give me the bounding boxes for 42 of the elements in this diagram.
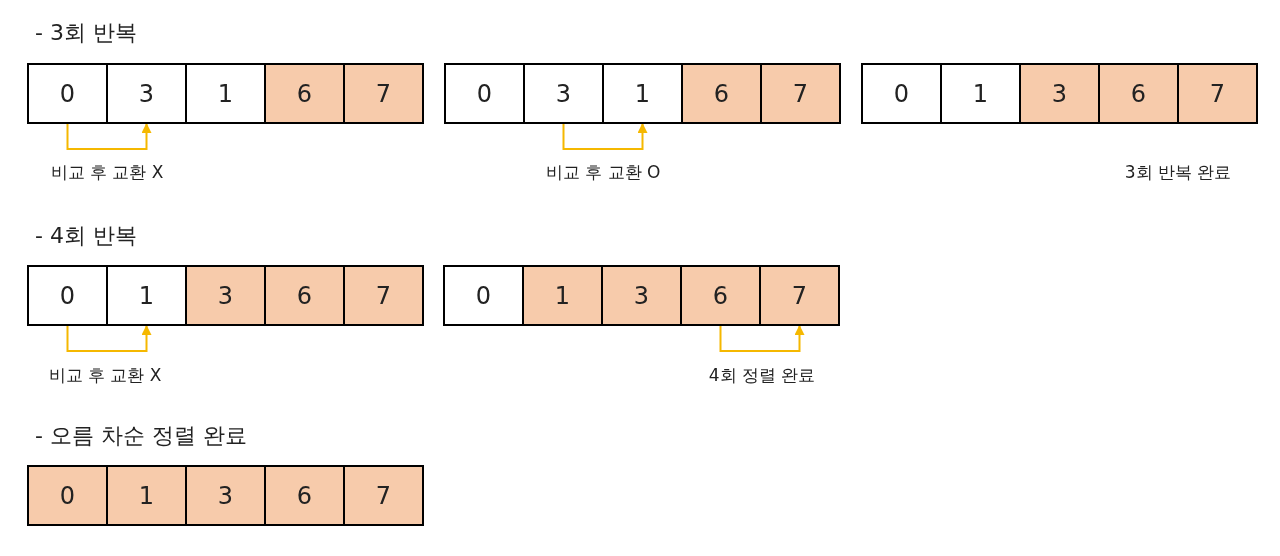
array-cell: 6	[1098, 63, 1179, 124]
array-cell: 7	[759, 265, 840, 326]
array-cell: 3	[106, 63, 187, 124]
array-cell: 0	[861, 63, 942, 124]
caption: 4회 정렬 완료	[708, 364, 816, 387]
arrow	[66, 325, 152, 352]
array-cell: 1	[522, 265, 603, 326]
array-cell: 0	[443, 265, 524, 326]
caption: 비교 후 교환 X	[50, 161, 164, 184]
array-cell: 0	[27, 265, 108, 326]
section-heading: - 4회 반복	[35, 222, 137, 250]
array-cell: 7	[343, 63, 424, 124]
arrow	[66, 123, 152, 150]
array-cell: 1	[106, 465, 187, 526]
array-cell: 6	[264, 465, 345, 526]
caption: 3회 반복 완료	[1124, 161, 1232, 184]
array-cell: 1	[602, 63, 683, 124]
array-cell: 0	[27, 465, 108, 526]
array-cell: 7	[343, 465, 424, 526]
array-cell: 0	[444, 63, 525, 124]
array-cell: 3	[185, 265, 266, 326]
section-heading: - 3회 반복	[35, 19, 137, 47]
array-cell: 7	[760, 63, 841, 124]
array-cell: 7	[1177, 63, 1258, 124]
array-cell: 6	[680, 265, 761, 326]
array-cell: 3	[185, 465, 266, 526]
array-cell: 1	[106, 265, 187, 326]
array-cell: 1	[940, 63, 1021, 124]
section-heading: - 오름 차순 정렬 완료	[35, 422, 247, 450]
array-cell: 6	[264, 63, 345, 124]
array-cell: 0	[27, 63, 108, 124]
array-cell: 6	[681, 63, 762, 124]
caption: 비교 후 교환 X	[48, 364, 162, 387]
arrow	[719, 325, 805, 352]
array-cell: 3	[1019, 63, 1100, 124]
array-cell: 3	[523, 63, 604, 124]
arrow	[562, 123, 648, 150]
array-cell: 6	[264, 265, 345, 326]
array-cell: 1	[185, 63, 266, 124]
array-cell: 7	[343, 265, 424, 326]
array-cell: 3	[601, 265, 682, 326]
caption: 비교 후 교환 O	[545, 161, 661, 184]
